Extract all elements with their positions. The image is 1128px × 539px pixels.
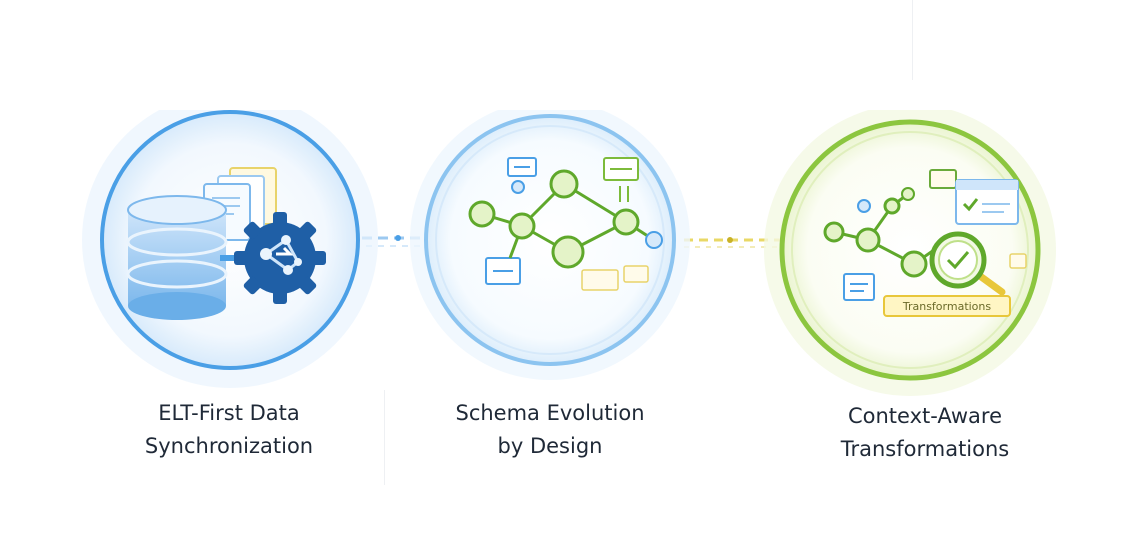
schema-cards: [485, 157, 649, 291]
gear-icon: [234, 212, 326, 304]
checklist-card-icon: [955, 179, 1019, 225]
stage-title-schema-evolution: Schema Evolution by Design: [430, 397, 670, 463]
stage-elt-sync: [80, 110, 380, 410]
transformations-badge: Transformations: [883, 295, 1011, 317]
schema-graph-illustration: [410, 110, 690, 380]
transform-node-icon: [883, 197, 901, 215]
badge-label: Transformations: [902, 300, 992, 313]
database-sync-illustration: [82, 110, 378, 388]
stage-title-line: Context-Aware: [847, 404, 1003, 428]
schema-node-icon: [468, 200, 496, 228]
stage-title-line: Synchronization: [144, 434, 314, 458]
schema-node-icon: [508, 212, 536, 240]
database-icon: [126, 195, 228, 320]
stage-title-line: by Design: [497, 434, 603, 458]
connector-2-3: [684, 237, 780, 248]
transform-nodes: [823, 187, 928, 278]
transform-node-icon: [855, 227, 881, 253]
data-card-icon: [843, 273, 875, 301]
stage-title-line: Schema Evolution: [455, 401, 645, 425]
stage-title-line: Transformations: [840, 437, 1010, 461]
stage-ring: [779, 119, 1041, 381]
stage-ring: [424, 114, 676, 366]
stage-context-transformations: Transformations: [758, 110, 1058, 410]
schema-node-icon: [551, 235, 585, 269]
divider-line: [384, 390, 385, 485]
transform-node-icon: [900, 250, 928, 278]
schema-nodes: [468, 169, 663, 269]
stage-title-context-transformations: Context-Aware Transformations: [780, 400, 1070, 466]
schema-node-icon: [549, 169, 579, 199]
divider-line: [912, 0, 913, 80]
schema-node-icon: [645, 231, 663, 249]
schema-node-icon: [612, 208, 640, 236]
stage-title-line: ELT-First Data: [158, 401, 300, 425]
note-card-icon: [929, 169, 957, 189]
magnifier-icon: [929, 231, 1006, 296]
stage-schema-evolution: [410, 110, 710, 410]
stage-title-elt-sync: ELT-First Data Synchronization: [104, 397, 354, 463]
transformation-illustration: Transformations: [764, 110, 1056, 396]
transform-node-icon: [823, 221, 845, 243]
